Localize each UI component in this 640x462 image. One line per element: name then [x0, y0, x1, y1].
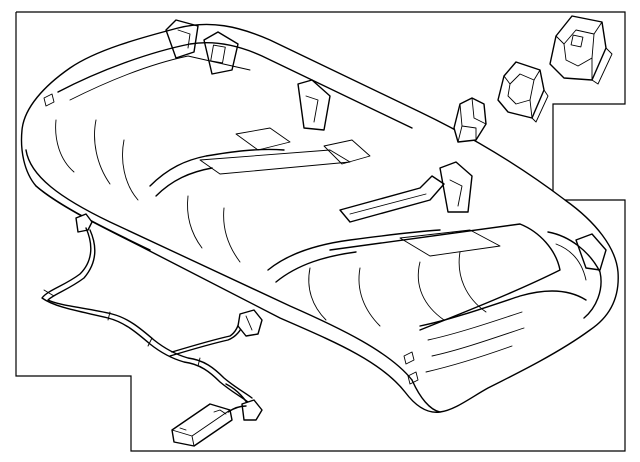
seat-seam-right — [267, 229, 441, 271]
front-bolster-edge — [25, 149, 413, 381]
wiring-harness[interactable] — [41, 213, 263, 421]
harness-connector-bottom — [241, 399, 263, 421]
control-module[interactable] — [171, 403, 247, 447]
harness-connector-top — [75, 213, 93, 233]
rear-anchor-4 — [439, 161, 473, 213]
rear-anchor-3 — [297, 79, 331, 131]
cushion-outline — [20, 23, 619, 413]
seat-cushion-assembly[interactable] — [20, 19, 619, 413]
bracket-large[interactable] — [549, 15, 613, 85]
buckle-strap — [339, 175, 445, 223]
bracket-medium[interactable] — [497, 61, 549, 123]
rear-anchor-1 — [165, 19, 199, 59]
harness-connector-right — [237, 309, 263, 337]
clip-small[interactable] — [453, 97, 487, 143]
diagram-frame — [15, 11, 626, 452]
rear-anchor-2 — [203, 31, 239, 75]
